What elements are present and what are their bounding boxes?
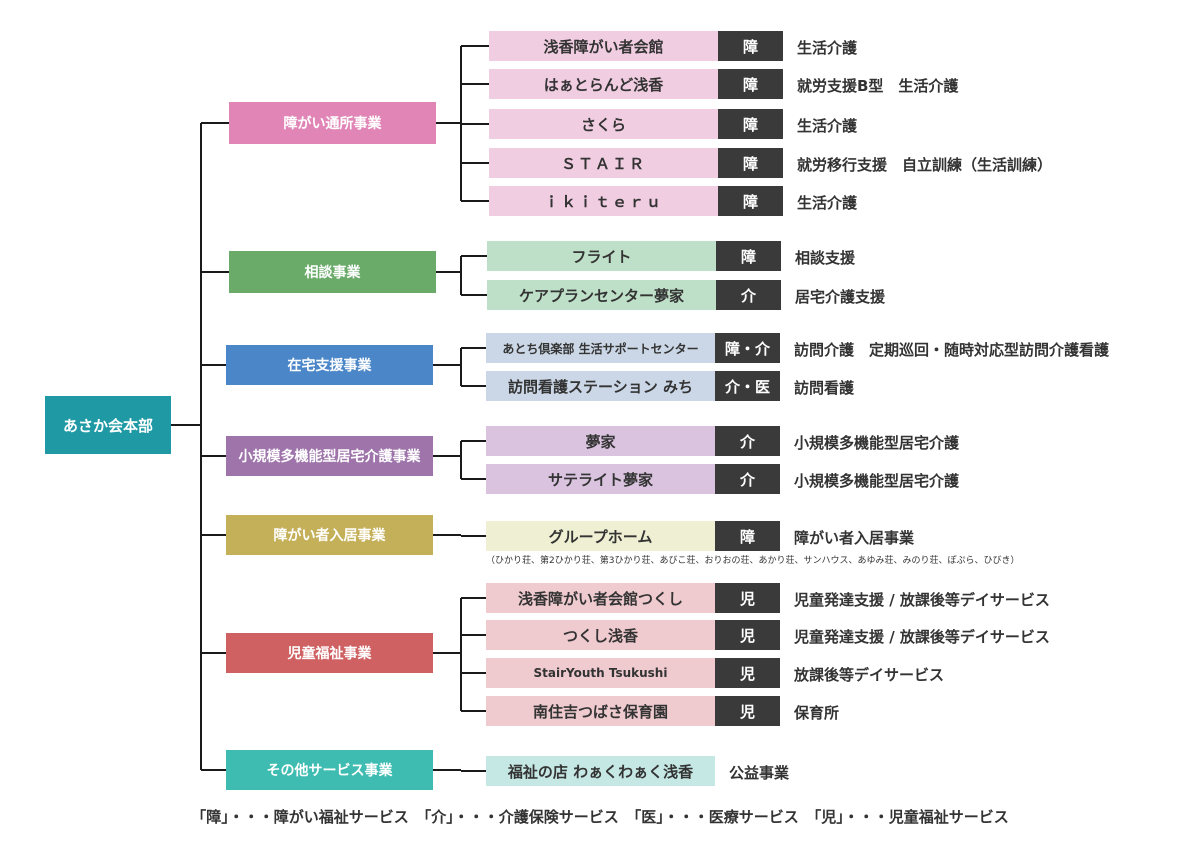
service-type-badge: 障 — [718, 148, 783, 178]
facility-box: さくら — [489, 109, 718, 139]
service-description: 放課後等デイサービス — [794, 666, 945, 684]
facility-box: ｉｋｉｔｅｒｕ — [489, 186, 718, 216]
facility-box: ケアプランセンター夢家 — [487, 280, 716, 310]
facility-box: 訪問看護ステーション みち — [486, 371, 715, 401]
facility-box: 南住吉つばさ保育園 — [486, 696, 715, 726]
service-description: 保育所 — [794, 704, 840, 722]
service-description: 訪問看護 — [794, 379, 855, 397]
service-description: 居宅介護支援 — [795, 288, 886, 306]
legend: 「障」・・・障がい福祉サービス 「介」・・・介護保険サービス 「医」・・・医療サ… — [191, 808, 1009, 826]
facility-box: 浅香障がい者会館 — [489, 31, 718, 61]
facility-box: はぁとらんど浅香 — [489, 69, 718, 99]
category-box: 在宅支援事業 — [226, 345, 433, 385]
service-description: 児童発達支援 / 放課後等デイサービス — [794, 628, 1050, 646]
service-type-badge: 障 — [718, 186, 783, 216]
facility-box: 夢家 — [486, 426, 715, 456]
facility-box: StairYouth Tsukushi — [486, 658, 715, 688]
service-type-badge: 介 — [715, 426, 780, 456]
service-description: 相談支援 — [795, 249, 856, 267]
category-box: 相談事業 — [229, 251, 436, 293]
service-description: 公益事業 — [729, 764, 790, 782]
service-description: 障がい者入居事業 — [794, 529, 915, 547]
service-type-badge: 障・介 — [715, 333, 780, 363]
category-box: 障がい者入居事業 — [226, 515, 433, 555]
facility-box: グループホーム — [486, 521, 715, 551]
service-description: 生活介護 — [797, 194, 858, 212]
service-type-badge: 障 — [718, 109, 783, 139]
service-type-badge: 介 — [716, 280, 781, 310]
service-description: 生活介護 — [797, 39, 858, 57]
facility-box: サテライト夢家 — [486, 464, 715, 494]
service-description: 就労支援B型 生活介護 — [797, 77, 959, 95]
service-description: 児童発達支援 / 放課後等デイサービス — [794, 591, 1050, 609]
service-type-badge: 児 — [715, 583, 780, 613]
category-box: 児童福祉事業 — [226, 633, 433, 673]
service-type-badge: 介・医 — [715, 371, 780, 401]
category-box: 障がい通所事業 — [229, 102, 436, 144]
service-type-badge: 障 — [715, 521, 780, 551]
service-type-badge: 児 — [715, 658, 780, 688]
facility-box: つくし浅香 — [486, 620, 715, 650]
category-box: その他サービス事業 — [226, 750, 433, 790]
service-description: 小規模多機能型居宅介護 — [794, 434, 960, 452]
service-type-badge: 児 — [715, 696, 780, 726]
service-description: 小規模多機能型居宅介護 — [794, 472, 960, 490]
facility-box: あとち倶楽部 生活サポートセンター — [486, 333, 715, 363]
service-type-badge: 介 — [715, 464, 780, 494]
root-node: あさか会本部 — [45, 396, 171, 454]
group-home-note: （ひかり荘、第2ひかり荘、第3ひかり荘、あびこ荘、おりおの荘、あかり荘、サンハウ… — [486, 556, 1020, 566]
service-type-badge: 障 — [718, 31, 783, 61]
service-type-badge: 障 — [718, 69, 783, 99]
category-box: 小規模多機能型居宅介護事業 — [226, 436, 433, 476]
facility-box: フライト — [487, 241, 716, 271]
service-description: 生活介護 — [797, 117, 858, 135]
service-description: 訪問介護 定期巡回・随時対応型訪問介護看護 — [794, 341, 1110, 359]
facility-box: 福祉の店 わぁくわぁく浅香 — [486, 756, 715, 786]
service-description: 就労移行支援 自立訓練（生活訓練） — [797, 156, 1053, 174]
service-type-badge: 児 — [715, 620, 780, 650]
facility-box: ＳＴＡＩＲ — [489, 148, 718, 178]
service-type-badge: 障 — [716, 241, 781, 271]
facility-box: 浅香障がい者会館つくし — [486, 583, 715, 613]
